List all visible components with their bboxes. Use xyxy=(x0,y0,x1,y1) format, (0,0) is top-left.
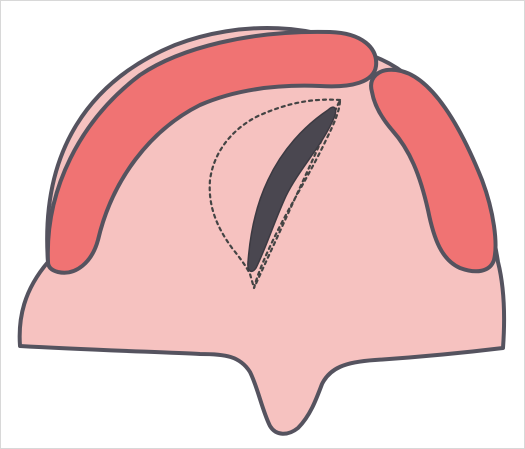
palate-illustration xyxy=(0,0,525,449)
